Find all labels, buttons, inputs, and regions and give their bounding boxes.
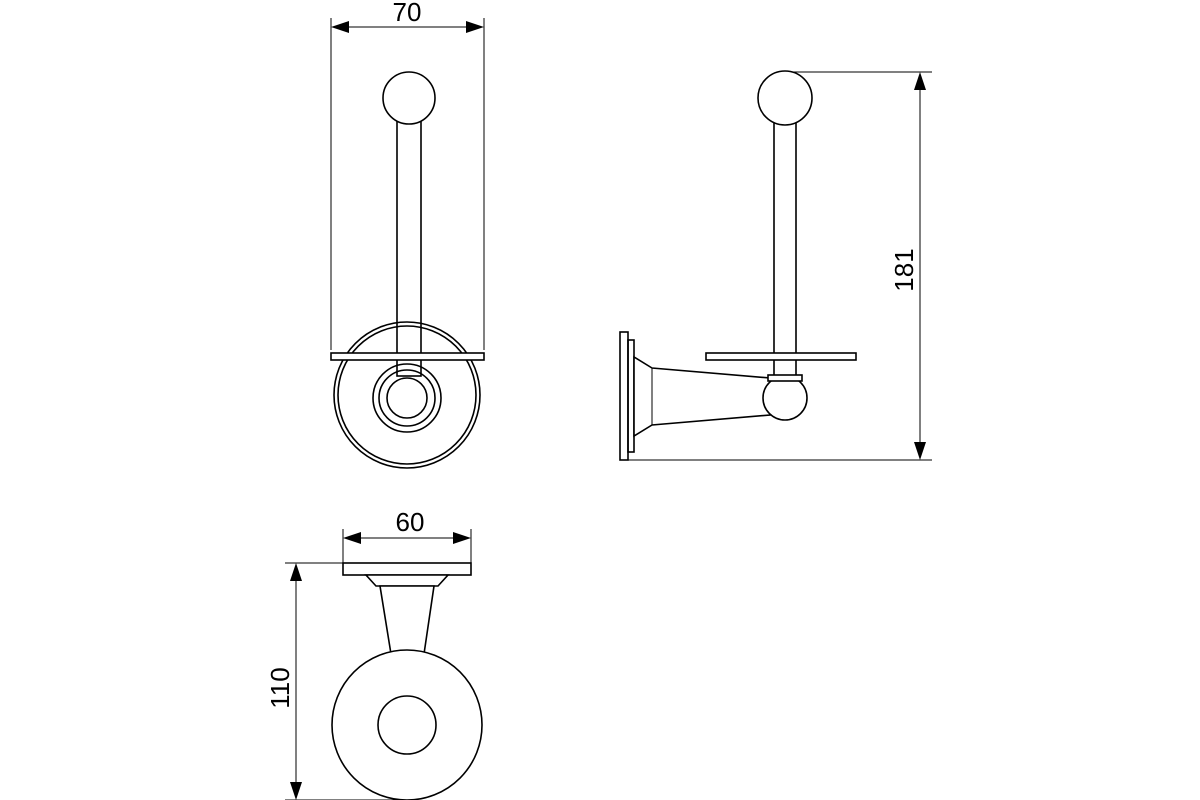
side-ball-collar — [767, 374, 803, 382]
side-rod — [773, 117, 797, 379]
front-view: 70 — [330, 0, 485, 469]
front-base-hole — [386, 377, 428, 419]
dimension-60: 60 — [342, 507, 472, 565]
front-rod — [396, 117, 422, 377]
front-plate — [330, 352, 485, 361]
dimension-70: 70 — [330, 0, 485, 350]
front-ball — [382, 71, 436, 125]
front-base-outer — [333, 321, 481, 469]
top-base-hole — [377, 695, 437, 755]
dimension-110: 110 — [265, 562, 410, 800]
front-base-outer-2 — [337, 325, 477, 465]
top-view: 60 110 — [265, 507, 483, 800]
side-plate — [705, 352, 857, 361]
front-base-ring — [372, 363, 442, 433]
side-view: 181 — [619, 70, 932, 461]
dimension-181: 181 — [628, 71, 932, 461]
top-wall-plate — [342, 562, 472, 576]
side-wall-plate — [619, 331, 629, 461]
dimension-label-60: 60 — [396, 507, 425, 537]
dimension-label-181: 181 — [889, 248, 919, 291]
side-wall-plate-inner — [627, 339, 635, 453]
side-ball-bottom — [762, 375, 808, 421]
side-ball-top — [757, 70, 813, 126]
dimension-label-110: 110 — [265, 667, 295, 708]
front-base-ring-2 — [378, 369, 436, 427]
top-arm — [379, 585, 435, 655]
dimension-label-70: 70 — [393, 0, 422, 27]
top-wall-plate-step — [364, 574, 450, 587]
top-base — [331, 649, 483, 800]
side-arm — [633, 355, 771, 438]
